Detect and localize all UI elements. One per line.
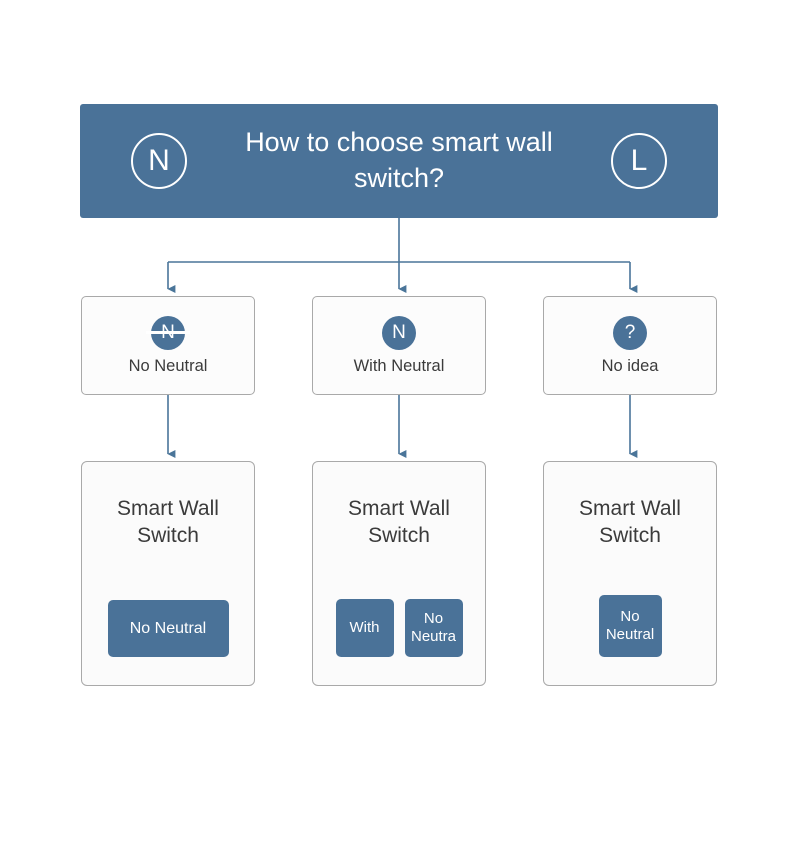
badge-letter: N bbox=[392, 322, 406, 343]
decision-label-no-neutral: No Neutral bbox=[128, 356, 208, 375]
live-wire-l-icon: L bbox=[611, 133, 667, 189]
product-card-no-idea[interactable]: Smart Wall Switch No Neutral bbox=[543, 461, 717, 686]
strikethrough-line bbox=[146, 331, 190, 334]
live-wire-l-icon-label: L bbox=[630, 144, 648, 177]
decision-box-no-idea[interactable]: ? No idea bbox=[543, 296, 717, 395]
neutral-wire-n-icon: N bbox=[131, 133, 187, 189]
decision-box-with-neutral[interactable]: N With Neutral bbox=[312, 296, 486, 395]
product-option-button[interactable]: No Neutral bbox=[598, 595, 662, 657]
product-title: Smart Wall Switch bbox=[348, 497, 450, 548]
product-option-button-with[interactable]: With bbox=[335, 599, 394, 657]
neutral-wire-n-icon-label: N bbox=[148, 144, 170, 177]
product-button-row: No Neutral bbox=[82, 600, 254, 657]
product-title: Smart Wall Switch bbox=[117, 497, 219, 548]
product-card-no-neutral[interactable]: Smart Wall Switch No Neutral bbox=[81, 461, 255, 686]
product-option-button-no-neutral[interactable]: No Neutra bbox=[404, 599, 463, 657]
n-icon: N bbox=[382, 315, 416, 350]
header-banner: N How to choose smart wall switch? L bbox=[80, 104, 718, 218]
product-button-row: With No Neutra bbox=[313, 599, 485, 657]
badge-letter: ? bbox=[624, 322, 636, 343]
decision-label-no-idea: No idea bbox=[601, 356, 659, 375]
product-title: Smart Wall Switch bbox=[579, 497, 681, 548]
question-mark-icon: ? bbox=[613, 315, 647, 350]
product-button-row: No Neutral bbox=[544, 595, 716, 657]
decision-label-with-neutral: With Neutral bbox=[353, 356, 445, 375]
decision-box-no-neutral[interactable]: N No Neutral bbox=[81, 296, 255, 395]
product-option-button[interactable]: No Neutral bbox=[107, 600, 229, 657]
n-struck-through-icon: N bbox=[146, 315, 190, 350]
product-card-with-neutral[interactable]: Smart Wall Switch With No Neutra bbox=[312, 461, 486, 686]
page-title: How to choose smart wall switch? bbox=[245, 127, 553, 193]
